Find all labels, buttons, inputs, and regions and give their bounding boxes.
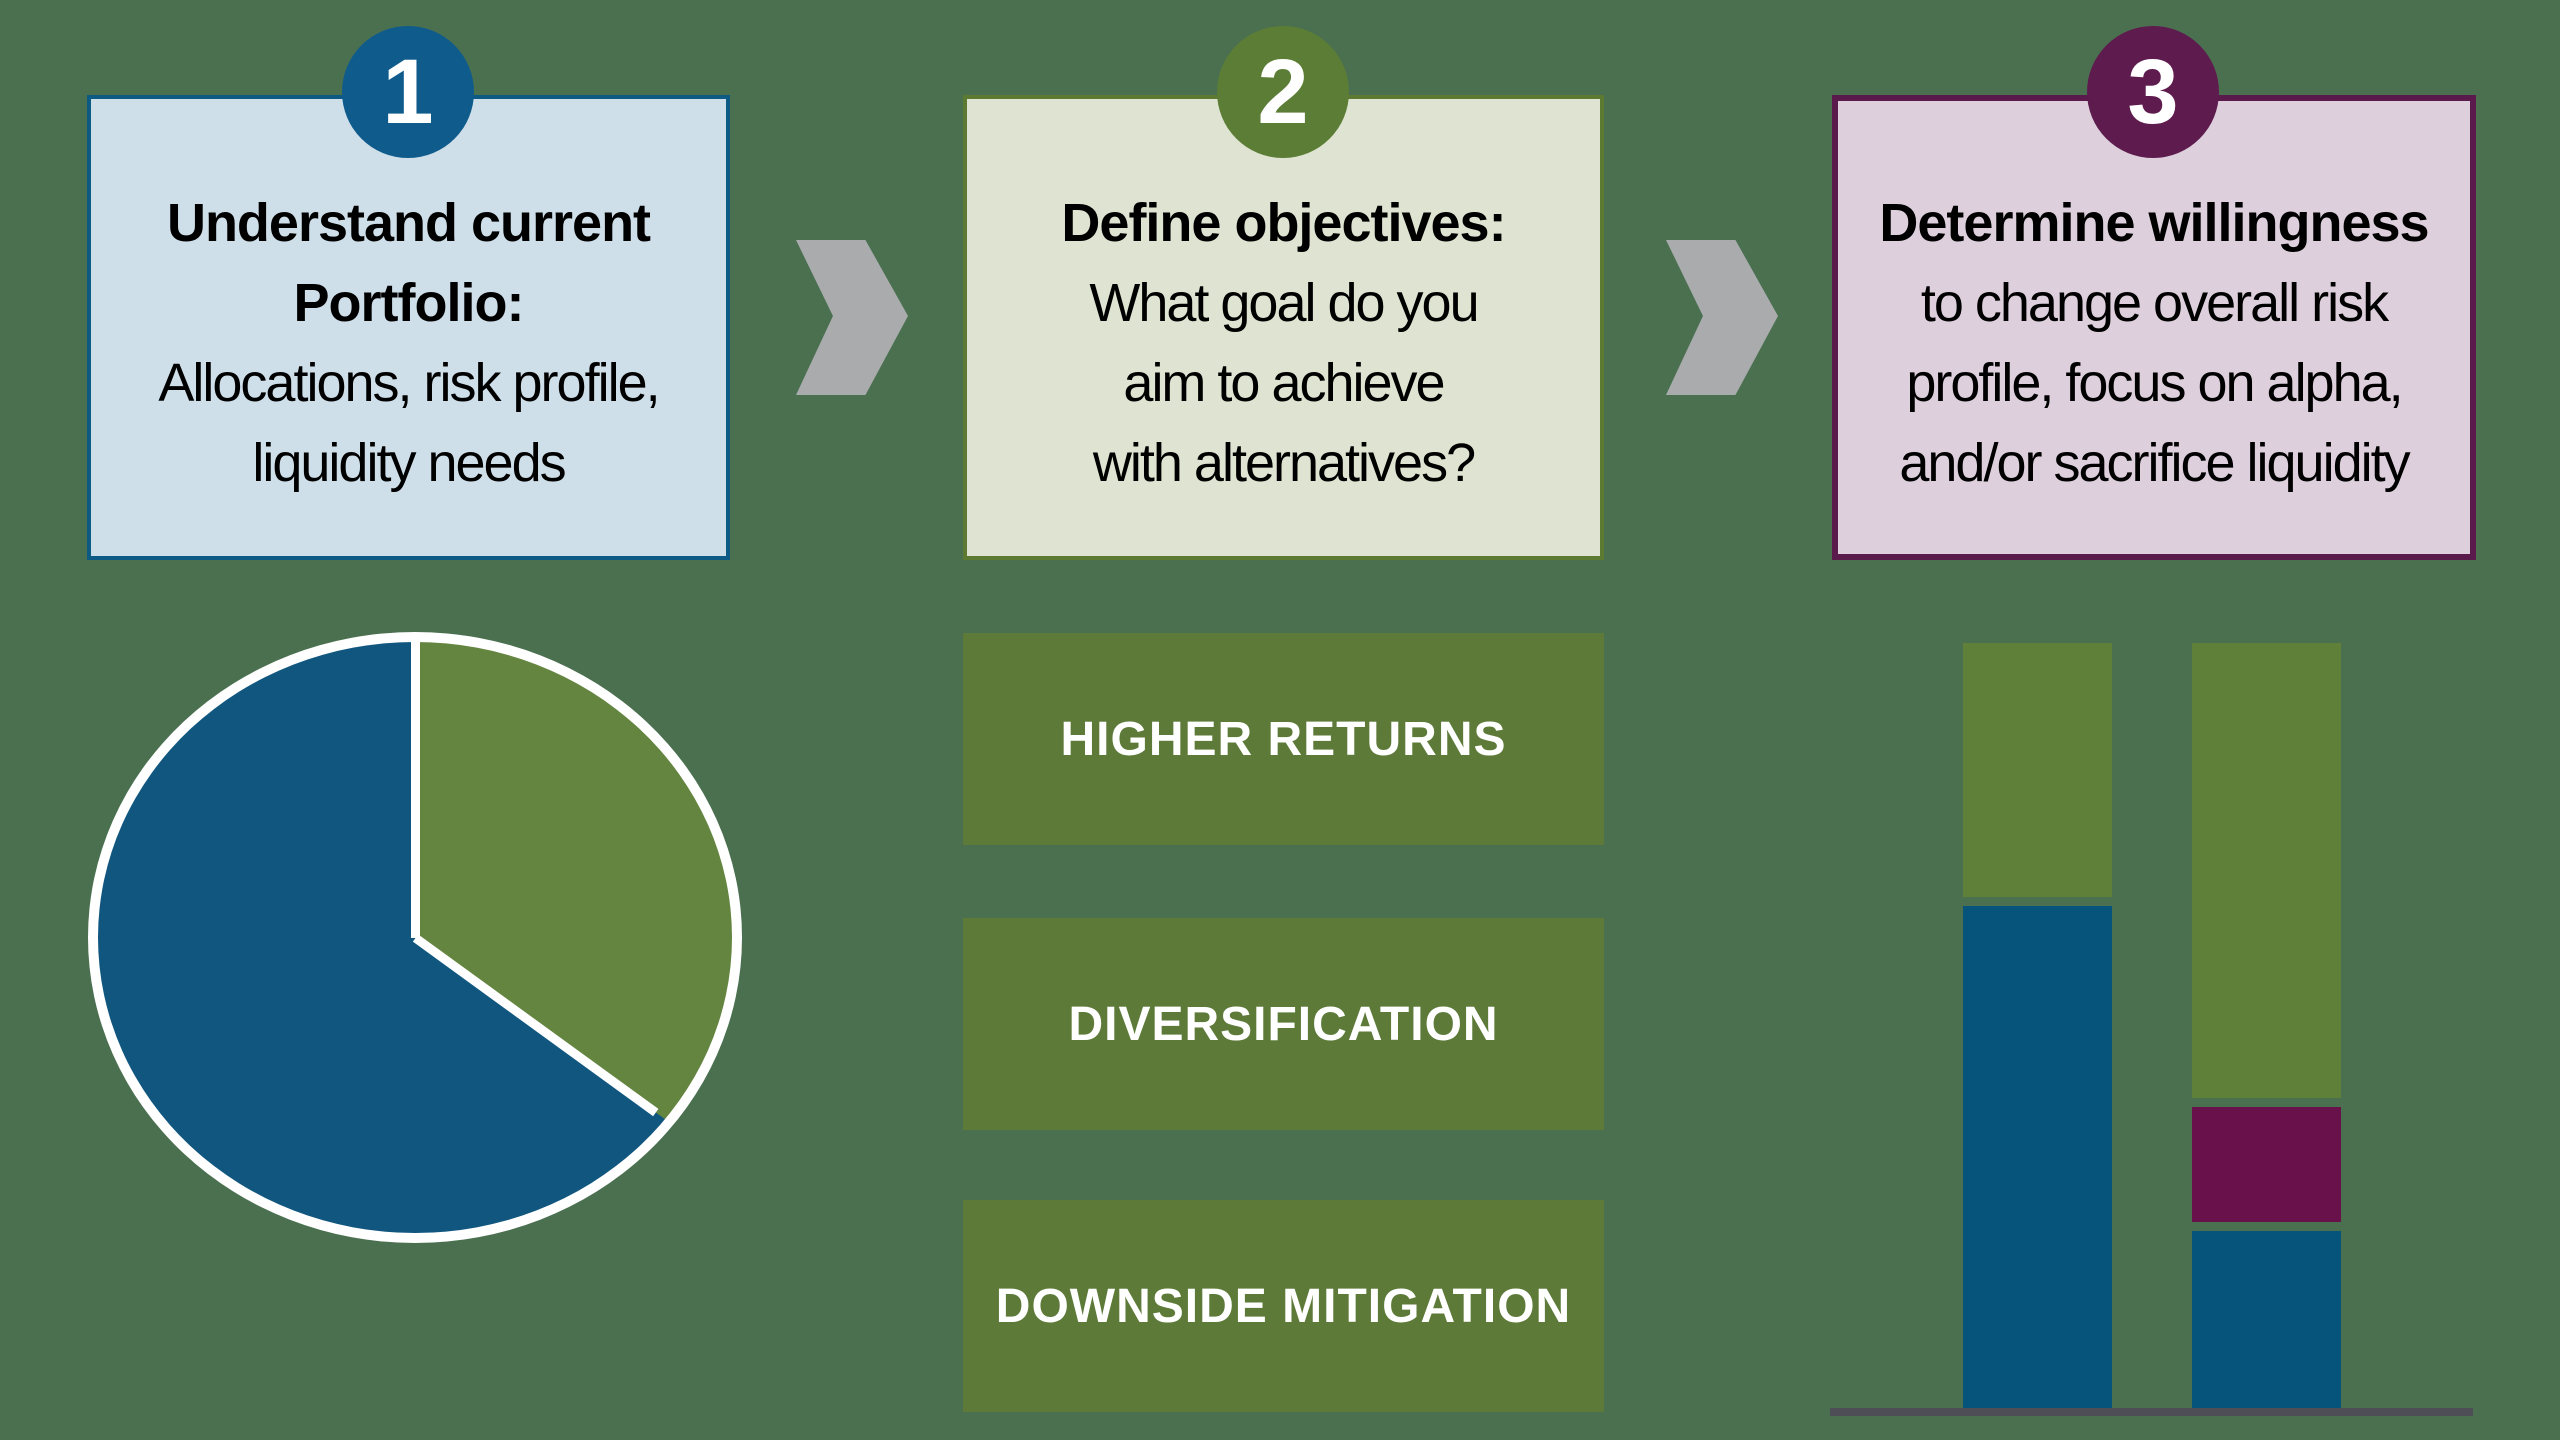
bar-segment-blue bbox=[2192, 1231, 2341, 1408]
step-card-2: Define objectives: What goal do you aim … bbox=[963, 95, 1604, 560]
step-number-badge-2: 2 bbox=[1217, 26, 1349, 158]
objective-pill-higher-returns[interactable]: HIGHER RETURNS bbox=[963, 633, 1604, 845]
pie-slice-divider bbox=[410, 640, 420, 938]
step-1-body-line: liquidity needs bbox=[252, 432, 566, 493]
step-2-body-line: with alternatives? bbox=[1092, 432, 1476, 493]
step-3-body-line: to change overall risk bbox=[1920, 272, 2389, 333]
x-axis-line bbox=[1830, 1408, 2473, 1416]
step-number-3: 3 bbox=[2127, 40, 2179, 143]
objective-pill-diversification[interactable]: DIVERSIFICATION bbox=[963, 918, 1604, 1130]
step-3-body-line: and/or sacrifice liquidity bbox=[1899, 432, 2410, 493]
step-number-2: 2 bbox=[1257, 40, 1309, 143]
bar-segment-maroon bbox=[2192, 1107, 2341, 1222]
pie-chart bbox=[88, 632, 742, 1243]
stacked-bar-1 bbox=[1963, 643, 2112, 1408]
step-number-badge-3: 3 bbox=[2087, 26, 2219, 158]
objective-pill-downside-mitigation[interactable]: DOWNSIDE MITIGATION bbox=[963, 1200, 1604, 1412]
step-1-title-line: Portfolio: bbox=[293, 272, 525, 333]
bar-segment-blue bbox=[1963, 906, 2112, 1408]
bar-segment-green bbox=[1963, 643, 2112, 897]
step-1-title-line: Understand current bbox=[166, 192, 651, 253]
step-card-1: Understand current Portfolio: Allocation… bbox=[87, 95, 730, 560]
bar-segment-green bbox=[2192, 643, 2341, 1098]
step-3-title-line: Determine willingness bbox=[1879, 192, 2429, 253]
step-1-body-line: Allocations, risk profile, bbox=[158, 352, 660, 413]
step-2-title-line: Define objectives: bbox=[1061, 192, 1506, 253]
chevron-right-icon bbox=[1666, 240, 1778, 395]
chevron-right-icon bbox=[796, 240, 908, 395]
stacked-bar-2 bbox=[2192, 643, 2341, 1408]
step-number-badge-1: 1 bbox=[342, 26, 474, 158]
step-2-body-line: What goal do you bbox=[1089, 272, 1479, 333]
step-2-body-line: aim to achieve bbox=[1123, 352, 1445, 413]
step-card-3: Determine willingness to change overall … bbox=[1832, 95, 2476, 560]
step-3-body-line: profile, focus on alpha, bbox=[1906, 352, 2403, 413]
step-number-1: 1 bbox=[382, 40, 434, 143]
